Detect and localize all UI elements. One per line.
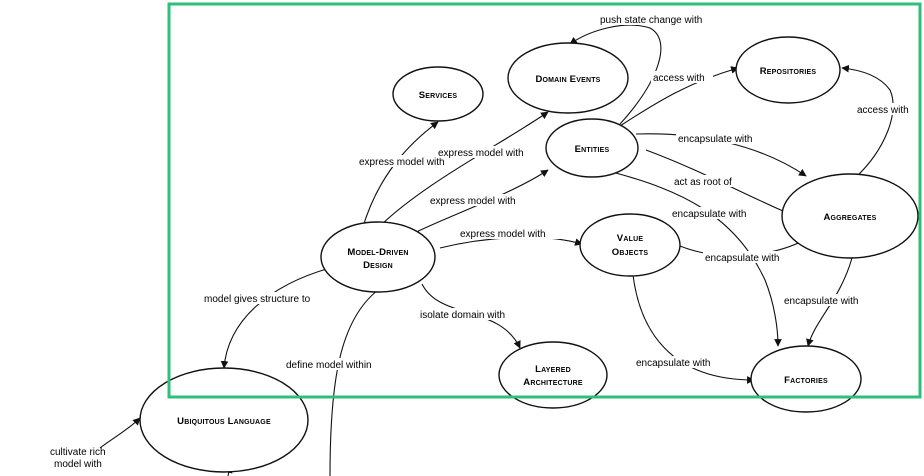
- svg-text:Model-Driven: Model-Driven: [347, 247, 408, 258]
- svg-text:Objects: Objects: [612, 247, 649, 258]
- node-repositories: Repositories: [735, 36, 841, 104]
- edge-label-encapsulate-value-factories: encapsulate with: [636, 358, 711, 369]
- edge-label-express-model-events: express model with: [438, 148, 524, 159]
- edge-label-encapsulate-value-aggregates: encapsulate with: [705, 253, 780, 264]
- edge-label-access-with-repositories: access with: [653, 73, 705, 84]
- edge-label-define-model-within: define model within: [286, 360, 372, 371]
- node-model-driven-design: Model-Driven Design: [320, 221, 436, 293]
- edge-label-encapsulate-entities-factories: encapsulate with: [672, 209, 747, 220]
- edge-label-cultivate-rich-model-line1: cultivate rich: [50, 447, 106, 458]
- edge-cultivate-rich-model: [99, 417, 141, 449]
- svg-text:Services: Services: [419, 90, 458, 101]
- edge-label-model-gives-structure: model gives structure to: [204, 294, 311, 305]
- edge-access-with-aggregates: [841, 64, 894, 179]
- node-entities: Entities: [545, 118, 639, 178]
- svg-text:Entities: Entities: [575, 144, 610, 155]
- edge-label-express-model-value-objects: express model with: [460, 229, 546, 240]
- edge-label-express-model-services: express model with: [359, 157, 445, 168]
- node-factories: Factories: [750, 345, 862, 413]
- edge-push-state-change: [569, 24, 662, 125]
- node-layered-architecture: Layered Architecture: [498, 341, 608, 409]
- edge-express-model-services: [361, 121, 439, 231]
- edge-label-push-state-change: push state change with: [600, 15, 702, 26]
- svg-text:Layered: Layered: [535, 364, 571, 375]
- svg-text:Architecture: Architecture: [523, 377, 583, 388]
- edge-access-with-repositories: [619, 66, 739, 127]
- edge-label-isolate-domain: isolate domain with: [420, 310, 505, 321]
- svg-text:Repositories: Repositories: [760, 66, 817, 77]
- svg-text:Aggregates: Aggregates: [823, 212, 876, 223]
- node-services: Services: [392, 66, 484, 122]
- edge-label-encapsulate-aggregates-factories: encapsulate with: [784, 296, 859, 307]
- edge-define-model-within: [329, 289, 379, 476]
- svg-text:Ubiquitous Language: Ubiquitous Language: [177, 416, 271, 427]
- svg-text:Design: Design: [363, 260, 393, 271]
- node-value-objects: Value Objects: [579, 213, 681, 277]
- node-aggregates: Aggregates: [781, 173, 919, 259]
- edge-label-access-with-aggregates: access with: [857, 105, 909, 116]
- edge-encapsulate-value-factories: [632, 274, 755, 384]
- edge-labels: push state change with access with acces…: [50, 12, 921, 470]
- node-domain-events: Domain Events: [507, 42, 629, 114]
- svg-text:Value: Value: [617, 233, 644, 244]
- edge-encapsulate-aggregates-factories: [806, 257, 853, 347]
- edge-label-act-as-root: act as root of: [674, 177, 732, 188]
- edge-express-model-events: [375, 111, 549, 231]
- edge-label-express-model-entities: express model with: [430, 196, 516, 207]
- node-ubiquitous-language: Ubiquitous Language: [139, 367, 309, 473]
- svg-text:Domain Events: Domain Events: [535, 74, 600, 85]
- edge-label-cultivate-rich-model-line2: model with: [54, 459, 102, 470]
- highlight-frame: [167, 2, 922, 399]
- nodes: Services Domain Events Repositories Enti…: [139, 36, 919, 473]
- edge-label-encapsulate-entities-aggregates: encapsulate with: [678, 134, 753, 145]
- svg-text:Factories: Factories: [784, 375, 828, 386]
- edge-model-gives-structure: [220, 267, 331, 369]
